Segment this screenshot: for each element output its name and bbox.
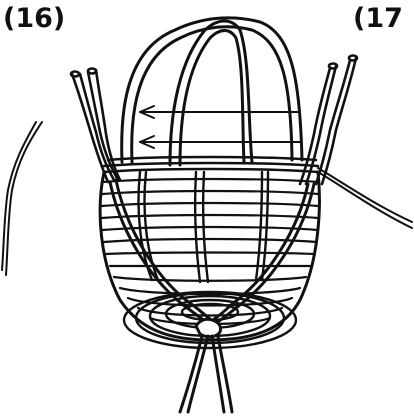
direction-arrows: [140, 106, 300, 148]
step-number-right: (17: [353, 5, 403, 32]
knot-and-tails: [180, 319, 232, 412]
step-number-left: (16): [3, 5, 65, 32]
basket-rim: [104, 157, 318, 172]
right-neighbor-strand: [318, 168, 412, 228]
left-neighbor-strand: [2, 122, 42, 275]
